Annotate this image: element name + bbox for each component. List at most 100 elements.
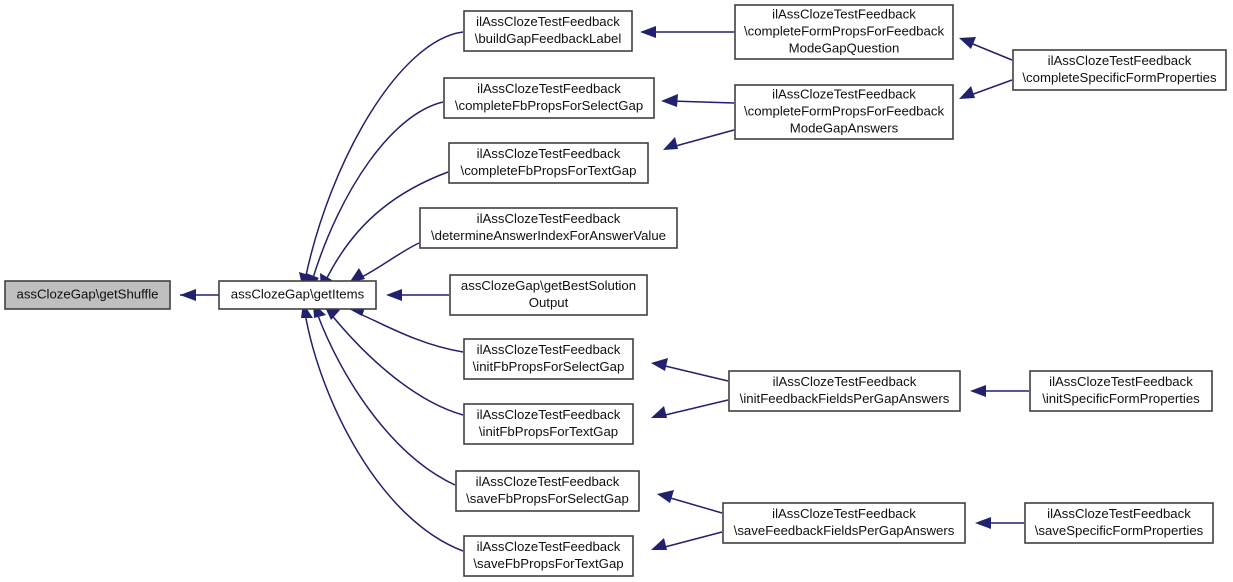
- edge-line: [357, 242, 420, 280]
- edge-line: [304, 31, 464, 281]
- edge-line: [660, 399, 729, 417]
- node-label-line: ilAssClozeTestFeedback: [772, 86, 916, 101]
- edge-line: [967, 79, 1013, 97]
- node-label-line: ilAssClozeTestFeedback: [476, 474, 620, 489]
- node-label-line: ilAssClozeTestFeedback: [477, 81, 621, 96]
- node-label-line: ilAssClozeTestFeedback: [773, 374, 917, 389]
- edge-line: [670, 100, 735, 104]
- call-edge: [313, 303, 456, 486]
- node-label-line: ilAssClozeTestFeedback: [1047, 506, 1191, 521]
- graph-node-completeFbPropsForSelectGap[interactable]: ilAssClozeTestFeedback \completeFbPropsFo…: [443, 77, 655, 119]
- node-label-line: Output: [529, 295, 569, 310]
- edge-line: [357, 312, 464, 353]
- node-box[interactable]: [4, 280, 171, 310]
- node-box[interactable]: [448, 142, 649, 184]
- node-label-line: \saveFbPropsForTextGap: [473, 556, 623, 571]
- call-edge: [651, 399, 729, 418]
- node-box[interactable]: [218, 280, 377, 310]
- graph-node-initSpecificFormProperties[interactable]: ilAssClozeTestFeedback \initSpecificFormP…: [1029, 370, 1213, 412]
- call-edge: [661, 94, 735, 107]
- graph-node-saveSpecificFormProperties[interactable]: ilAssClozeTestFeedback \saveSpecificFormP…: [1024, 502, 1214, 544]
- graph-node-getItems[interactable]: assClozeGap\getItems: [218, 280, 377, 310]
- call-edge: [349, 305, 464, 353]
- node-box[interactable]: [734, 84, 954, 140]
- edge-line: [666, 496, 723, 514]
- node-box[interactable]: [463, 535, 634, 577]
- nodes-layer: assClozeGap\getShuffle assClozeGap\getIte…: [4, 4, 1227, 577]
- arrowhead-icon: [663, 137, 678, 150]
- call-edge: [651, 531, 723, 550]
- arrowhead-icon: [349, 268, 365, 283]
- arrowhead-icon: [651, 538, 667, 550]
- call-edge: [651, 358, 729, 382]
- node-box[interactable]: [443, 77, 655, 119]
- node-label-line: \initFbPropsForSelectGap: [473, 359, 625, 374]
- node-label-line: ilAssClozeTestFeedback: [477, 407, 621, 422]
- call-edge: [970, 385, 1029, 397]
- edge-line: [329, 312, 464, 416]
- node-label-line: ilAssClozeTestFeedback: [477, 342, 621, 357]
- node-box[interactable]: [463, 10, 633, 52]
- node-box[interactable]: [463, 403, 634, 445]
- edge-line: [304, 312, 464, 552]
- node-label-line: \saveFeedbackFieldsPerGapAnswers: [734, 523, 955, 538]
- node-box[interactable]: [734, 4, 954, 60]
- node-box[interactable]: [455, 470, 640, 512]
- node-box[interactable]: [463, 338, 634, 380]
- graph-node-completeSpecificFormProperties[interactable]: ilAssClozeTestFeedback\completeSpecificF…: [1012, 49, 1227, 91]
- node-box[interactable]: [419, 207, 678, 249]
- call-edge: [975, 517, 1024, 529]
- node-label-line: ilAssClozeTestFeedback: [476, 14, 620, 29]
- node-label-line: \buildGapFeedbackLabel: [475, 31, 622, 46]
- arrowhead-icon: [975, 517, 991, 529]
- graph-node-buildGapFeedbackLabel[interactable]: ilAssClozeTestFeedback \buildGapFeedbackL…: [463, 10, 633, 52]
- graph-node-saveFbPropsForSelectGap[interactable]: ilAssClozeTestFeedback \saveFbPropsForSel…: [455, 470, 640, 512]
- graph-node-completeFbPropsForTextGap[interactable]: ilAssClozeTestFeedback\completeFbPropsFo…: [448, 142, 649, 184]
- arrowhead-icon: [970, 385, 986, 397]
- node-box[interactable]: [1012, 49, 1227, 91]
- call-edge: [657, 490, 723, 514]
- edge-line: [316, 312, 456, 486]
- node-label-line: \initSpecificFormProperties: [1042, 391, 1200, 406]
- arrowhead-icon: [651, 358, 668, 371]
- graph-node-completeFormPropsForFeedbackModeGapQuestion[interactable]: ilAssClozeTestFeedback\completeFormProps…: [734, 4, 954, 60]
- node-box[interactable]: [1024, 502, 1214, 544]
- edge-line: [311, 101, 444, 282]
- node-box[interactable]: [722, 502, 966, 544]
- edge-line: [660, 531, 723, 549]
- node-box[interactable]: [1029, 370, 1213, 412]
- node-label-line: ilAssClozeTestFeedback: [477, 211, 621, 226]
- graph-node-initFeedbackFieldsPerGapAnswers[interactable]: ilAssClozeTestFeedback\initFeedbackField…: [728, 370, 961, 412]
- edge-line: [324, 171, 449, 283]
- node-label-line: \saveFbPropsForSelectGap: [466, 491, 629, 506]
- edge-line: [967, 41, 1013, 61]
- node-label-line: ModeGapQuestion: [789, 40, 900, 55]
- node-label-line: \completeFbPropsForTextGap: [461, 163, 637, 178]
- graph-node-completeFormPropsForFeedbackModeGapAnswers[interactable]: ilAssClozeTestFeedback \completeFormProps…: [734, 84, 954, 140]
- node-label-line: ilAssClozeTestFeedback: [1049, 374, 1193, 389]
- arrowhead-icon: [661, 94, 678, 107]
- call-edge: [386, 289, 449, 301]
- arrowhead-icon: [640, 26, 656, 38]
- graph-node-saveFeedbackFieldsPerGapAnswers[interactable]: ilAssClozeTestFeedback\saveFeedbackField…: [722, 502, 966, 544]
- graph-node-initFbPropsForSelectGap[interactable]: ilAssClozeTestFeedback \initFbPropsForSel…: [463, 338, 634, 380]
- call-edge: [349, 242, 420, 283]
- graph-node-saveFbPropsForTextGap[interactable]: ilAssClozeTestFeedback\saveFbPropsForTex…: [463, 535, 634, 577]
- graph-node-initFbPropsForTextGap[interactable]: ilAssClozeTestFeedback\initFbPropsForTex…: [463, 403, 634, 445]
- node-label-line: \completeFbPropsForSelectGap: [455, 98, 643, 113]
- node-box[interactable]: [728, 370, 961, 412]
- arrowhead-icon: [959, 37, 976, 49]
- node-label-line: assClozeGap\getBestSolution: [461, 278, 636, 293]
- node-label-line: \saveSpecificFormProperties: [1035, 523, 1204, 538]
- node-label-line: ModeGapAnswers: [790, 120, 899, 135]
- node-box[interactable]: [449, 274, 648, 316]
- edges-layer: [180, 26, 1029, 552]
- node-label-line: \completeFormPropsForFeedback: [744, 103, 944, 118]
- graph-node-getShuffle[interactable]: assClozeGap\getShuffle: [4, 280, 171, 310]
- call-edge: [299, 31, 464, 290]
- graph-node-determineAnswerIndexForAnswerValue[interactable]: ilAssClozeTestFeedback\determineAnswerIn…: [419, 207, 678, 249]
- arrowhead-icon: [657, 490, 674, 503]
